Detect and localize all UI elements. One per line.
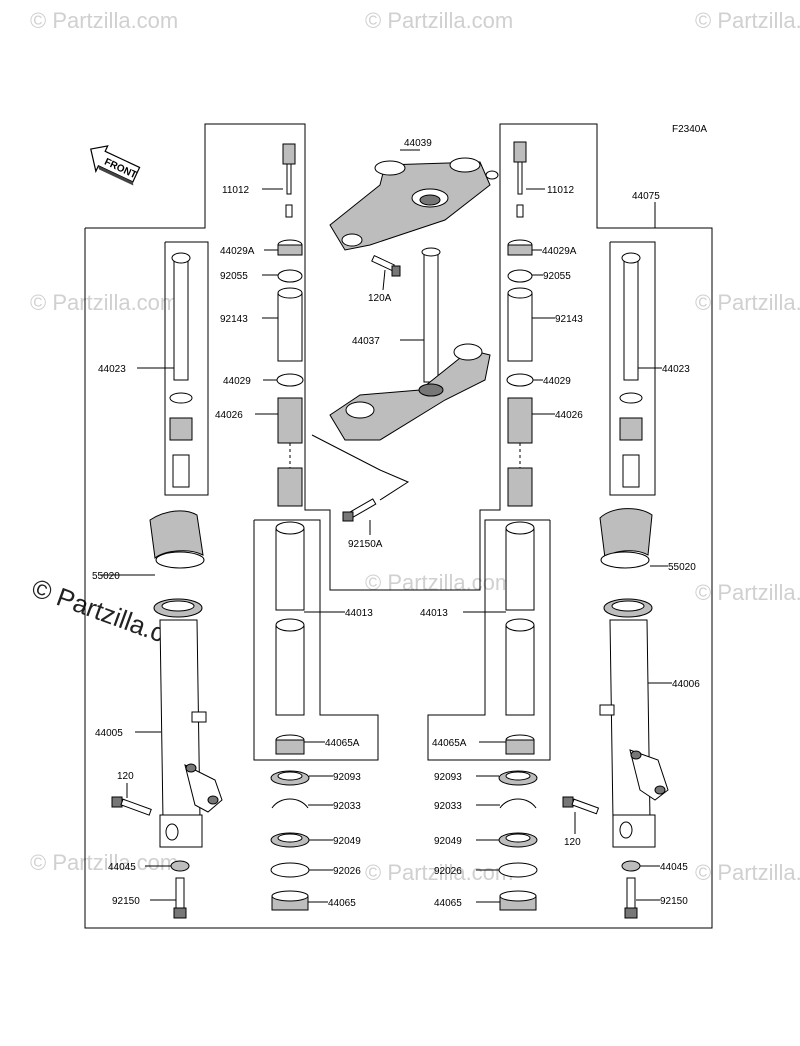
label-44006: 44006 [672,679,700,690]
label-44013-left: 44013 [345,608,373,619]
label-92143-left: 92143 [220,314,248,325]
label-55020-right: 55020 [668,562,696,573]
label-92055-left: 92055 [220,271,248,282]
watermark: © Partzilla.com [695,8,800,33]
label-44065-right: 44065 [434,898,462,909]
watermark: © Partzilla.com [365,8,513,33]
right-seal-stack [498,770,538,911]
front-arrow-icon: FRONT [90,145,141,186]
right-outer-tube-44006 [599,508,669,848]
right-damper-box [427,519,551,761]
left-seal-stack [270,770,310,911]
left-damper-rod-44023 [169,252,193,488]
label-92049-right: 92049 [434,836,462,847]
bolt-120A [371,254,401,277]
label-120-left: 120 [117,771,134,782]
watermark: © Partzilla.com [30,850,178,875]
label-92033-left: 92033 [333,801,361,812]
watermark: © Partzilla.com [695,860,800,885]
watermark: © Partzilla.com [695,290,800,315]
label-44065A-right: 44065A [432,738,467,749]
watermark: © Partzilla.com [695,580,800,605]
label-44029-right: 44029 [543,376,571,387]
left-damper-box [253,519,379,761]
right-washer-bolt [621,860,641,919]
label-92049-left: 92049 [333,836,361,847]
label-120-right: 120 [564,837,581,848]
label-55020-left: 55020 [92,571,120,582]
label-44013-right: 44013 [420,608,448,619]
label-44037: 44037 [352,336,380,347]
label-92093-left: 92093 [333,772,361,783]
steering-stem-44037 [329,247,491,441]
label-92093-right: 92093 [434,772,462,783]
label-44029A-left: 44029A [220,246,255,257]
label-92033-right: 92033 [434,801,462,812]
label-92143-right: 92143 [555,314,583,325]
label-44045-right: 44045 [660,862,688,873]
left-inner-tube-44013 [275,521,305,755]
watermark: © Partzilla.com [365,570,513,595]
label-92150A: 92150A [348,539,383,550]
upper-bracket-44039 [329,157,499,251]
label-92150-right: 92150 [660,896,688,907]
label-44045-left: 44045 [108,862,136,873]
label-92150-left: 92150 [112,896,140,907]
label-92055-right: 92055 [543,271,571,282]
bolt-120-left [111,796,152,816]
label-44065A-left: 44065A [325,738,360,749]
label-11012-right: 11012 [547,185,575,196]
label-44023-left: 44023 [98,364,126,375]
label-92026-right: 92026 [434,866,462,877]
watermark: © Partzilla.com [365,860,513,885]
label-44026-left: 44026 [215,410,243,421]
figure-code: F2340A [672,124,707,135]
label-92026-left: 92026 [333,866,361,877]
label-44026-right: 44026 [555,410,583,421]
right-inner-stack [506,141,534,507]
label-44029-left: 44029 [223,376,251,387]
label-44023-right: 44023 [662,364,690,375]
bolt-120-right [562,796,600,815]
left-washer-bolt [170,860,190,919]
label-44029A-right: 44029A [542,246,577,257]
bolt-92150A [342,498,377,522]
right-damper-rod-44023 [619,252,643,488]
assembly-outline [84,123,713,929]
label-44075: 44075 [632,191,660,202]
watermark: © Partzilla.com [30,290,178,315]
label-120A: 120A [368,293,392,304]
left-outer-tube-44005 [149,510,223,848]
label-44005: 44005 [95,728,123,739]
label-11012-left: 11012 [222,185,250,196]
label-44039: 44039 [404,138,432,149]
watermark: © Partzilla.com [30,8,178,33]
right-inner-tube-44013 [505,521,535,755]
label-44065-left: 44065 [328,898,356,909]
left-inner-stack [276,143,304,507]
